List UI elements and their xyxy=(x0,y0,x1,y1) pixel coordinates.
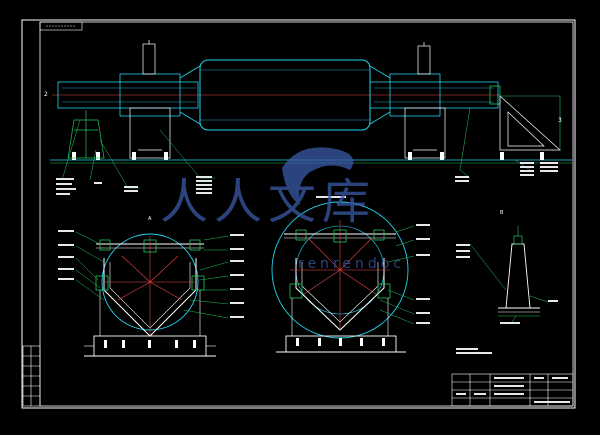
center-section-annotations xyxy=(379,225,415,325)
top-left-tab xyxy=(39,21,83,31)
center-section-text-marks xyxy=(416,224,492,354)
label-section-a: A xyxy=(148,216,152,222)
watermark-wave-icon xyxy=(282,147,354,205)
detail-text-marks xyxy=(456,244,558,324)
title-block-text-marks xyxy=(456,377,570,403)
roller-assembly xyxy=(50,40,572,164)
left-section-annotations xyxy=(75,231,229,319)
outer-frame xyxy=(21,19,576,409)
top-annotations xyxy=(61,107,531,189)
section-view-left xyxy=(84,233,216,357)
title-block xyxy=(451,373,574,407)
section-view-center xyxy=(271,201,409,353)
label-2: 2 xyxy=(44,91,48,98)
revision-strip xyxy=(22,345,41,407)
top-text-marks xyxy=(56,162,558,198)
watermark-chars: 人人文库 xyxy=(160,174,376,230)
watermark: 人人文库 renrendoc xyxy=(160,147,405,272)
detail-bracket xyxy=(469,226,549,323)
left-section-text-marks xyxy=(58,230,244,318)
watermark-sub: renrendoc xyxy=(298,256,405,272)
inner-frame xyxy=(39,21,574,407)
label-3: 3 xyxy=(558,117,562,124)
label-section-b: B xyxy=(500,210,504,216)
